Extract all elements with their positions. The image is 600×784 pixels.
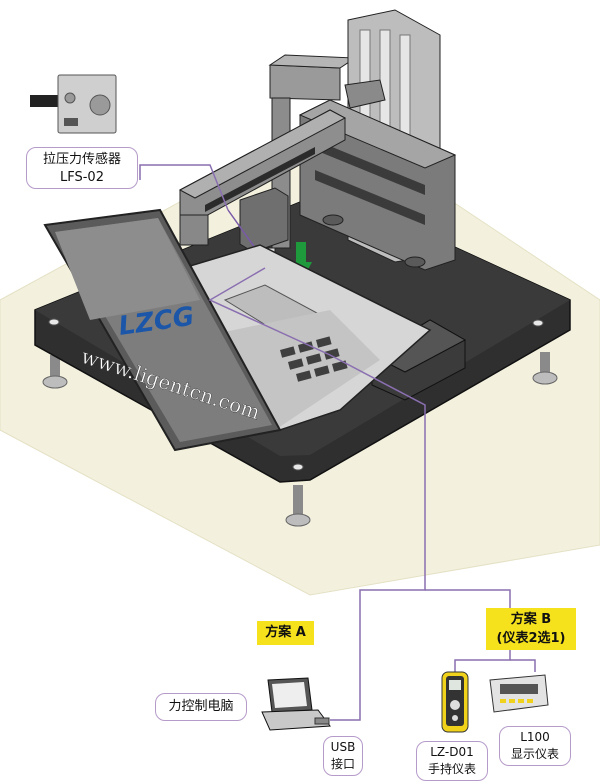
usb-callout-port: 接口 [330,757,355,771]
plan-a-tag: 方案 A [257,621,314,645]
handheld-callout-name: 手持仪表 [427,762,476,776]
sensor-callout-model: LFS-02 [60,170,104,185]
pc-callout-label: 力控制电脑 [168,699,234,714]
load-cell-image [30,74,117,134]
usb-callout: USB 接口 [323,736,363,776]
signal-cable [139,164,536,721]
control-pc-image [261,677,331,731]
handheld-meter-image [441,671,469,733]
sensor-callout: 拉压力传感器 LFS-02 [26,147,138,189]
plan-b-label: 方案 B [510,612,552,627]
handheld-callout: LZ-D01 手持仪表 [416,741,488,781]
display-callout: L100 显示仪表 [499,726,571,766]
plan-a-label: 方案 A [265,625,306,640]
plan-b-tag: 方案 B (仪表2选1) [486,608,576,650]
pc-callout: 力控制电脑 [155,693,247,721]
gantry-frame [178,9,457,271]
sensor-callout-name: 拉压力传感器 [42,152,121,167]
plan-b-note: (仪表2选1) [496,631,566,646]
laptop-under-test [43,208,432,452]
usb-callout-name: USB [330,740,356,754]
display-callout-model: L100 [520,730,550,744]
panel-display-image [489,674,549,713]
handheld-callout-model: LZ-D01 [430,745,474,759]
display-callout-name: 显示仪表 [510,747,559,761]
